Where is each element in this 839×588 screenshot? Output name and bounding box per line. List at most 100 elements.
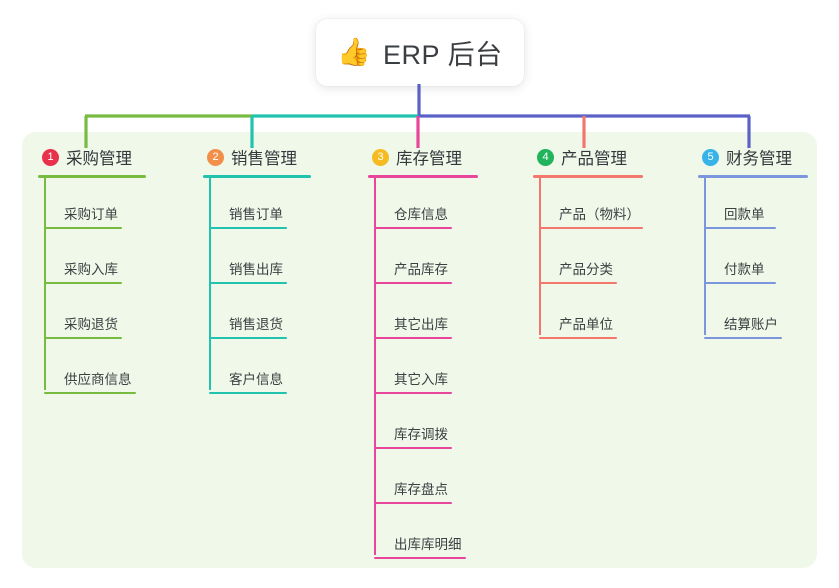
branch-header-3[interactable]: 3 库存管理 [368, 146, 478, 168]
leaf-node[interactable]: 产品单位 [533, 288, 643, 343]
branch-underline-3 [368, 175, 478, 178]
leaf-node-label: 销售退货 [229, 317, 283, 332]
branch-badge-3: 3 [372, 148, 389, 166]
leaf-node[interactable]: 销售出库 [203, 233, 311, 288]
leaf-node-underline [704, 282, 776, 284]
leaf-node[interactable]: 供应商信息 [38, 343, 146, 398]
leaf-node-underline [704, 337, 782, 339]
leaf-node[interactable]: 产品（物料） [533, 178, 643, 233]
leaf-node-label: 产品单位 [559, 317, 613, 332]
branch-column-2: 2 销售管理销售订单销售出库销售退货客户信息 [203, 146, 311, 398]
leaf-node[interactable]: 仓库信息 [368, 178, 478, 233]
branch-spine-5 [704, 178, 706, 335]
leaf-node-label: 产品分类 [559, 262, 613, 277]
leaf-node[interactable]: 库存盘点 [368, 453, 478, 508]
thumbs-up-icon: 👍 [337, 37, 372, 67]
leaf-node[interactable]: 产品库存 [368, 233, 478, 288]
leaf-node[interactable]: 库存调拨 [368, 398, 478, 453]
leaf-node-label: 仓库信息 [394, 207, 448, 222]
leaf-node-underline [374, 557, 466, 559]
leaf-node-underline [374, 502, 452, 504]
branch-title-3: 库存管理 [396, 150, 462, 168]
leaf-node-underline [44, 227, 122, 229]
branch-header-5[interactable]: 5 财务管理 [698, 146, 808, 168]
root-node-title: ERP 后台 [383, 40, 503, 70]
leaf-node-underline [44, 337, 122, 339]
branch-underline-5 [698, 175, 808, 178]
leaf-node-underline [704, 227, 776, 229]
leaf-node[interactable]: 销售订单 [203, 178, 311, 233]
leaf-node-underline [209, 337, 287, 339]
leaf-node-label: 结算账户 [724, 317, 778, 332]
leaf-node-label: 销售出库 [229, 262, 283, 277]
branch-spine-1 [44, 178, 46, 390]
branch-header-2[interactable]: 2 销售管理 [203, 146, 311, 168]
branch-items-1: 采购订单采购入库采购退货供应商信息 [38, 178, 146, 398]
leaf-node[interactable]: 出库库明细 [368, 508, 478, 563]
leaf-node-label: 产品库存 [394, 262, 448, 277]
branch-badge-1: 1 [42, 148, 59, 166]
leaf-node-underline [209, 227, 287, 229]
branch-title-2: 销售管理 [231, 150, 297, 168]
leaf-node-label: 付款单 [724, 262, 765, 277]
leaf-node-underline [374, 337, 452, 339]
branch-column-5: 5 财务管理回款单付款单结算账户 [698, 146, 808, 343]
leaf-node[interactable]: 采购入库 [38, 233, 146, 288]
branch-badge-2: 2 [207, 148, 224, 166]
leaf-node-label: 采购入库 [64, 262, 118, 277]
branch-underline-1 [38, 175, 146, 178]
leaf-node-underline [374, 227, 452, 229]
leaf-node[interactable]: 结算账户 [698, 288, 808, 343]
leaf-node-underline [539, 227, 643, 229]
leaf-node[interactable]: 回款单 [698, 178, 808, 233]
leaf-node-underline [44, 282, 122, 284]
branch-badge-5: 5 [702, 148, 719, 166]
leaf-node[interactable]: 客户信息 [203, 343, 311, 398]
leaf-node-label: 库存盘点 [394, 482, 448, 497]
branch-items-5: 回款单付款单结算账户 [698, 178, 808, 343]
leaf-node-label: 产品（物料） [559, 207, 640, 222]
leaf-node-underline [44, 392, 136, 394]
leaf-node[interactable]: 采购订单 [38, 178, 146, 233]
leaf-node-label: 库存调拨 [394, 427, 448, 442]
leaf-node-label: 其它入库 [394, 372, 448, 387]
branches-panel [22, 132, 817, 568]
branch-column-1: 1 采购管理采购订单采购入库采购退货供应商信息 [38, 146, 146, 398]
branch-items-4: 产品（物料） 产品分类产品单位 [533, 178, 643, 343]
leaf-node-label: 回款单 [724, 207, 765, 222]
branch-spine-3 [374, 178, 376, 555]
branch-items-2: 销售订单销售出库销售退货客户信息 [203, 178, 311, 398]
leaf-node-underline [209, 282, 287, 284]
branch-column-3: 3 库存管理仓库信息产品库存其它出库其它入库库存调拨库存盘点出库库明细 [368, 146, 478, 563]
branch-spine-2 [209, 178, 211, 390]
leaf-node-label: 出库库明细 [394, 537, 462, 552]
leaf-node[interactable]: 其它出库 [368, 288, 478, 343]
branch-title-1: 采购管理 [66, 150, 132, 168]
branch-header-1[interactable]: 1 采购管理 [38, 146, 146, 168]
leaf-node-label: 供应商信息 [64, 372, 132, 387]
branch-items-3: 仓库信息产品库存其它出库其它入库库存调拨库存盘点出库库明细 [368, 178, 478, 563]
leaf-node-underline [539, 337, 617, 339]
leaf-node-underline [539, 282, 617, 284]
leaf-node-underline [374, 447, 452, 449]
leaf-node-label: 销售订单 [229, 207, 283, 222]
leaf-node-label: 采购订单 [64, 207, 118, 222]
leaf-node[interactable]: 销售退货 [203, 288, 311, 343]
branch-spine-4 [539, 178, 541, 335]
leaf-node-underline [374, 392, 452, 394]
leaf-node-underline [374, 282, 452, 284]
branch-title-5: 财务管理 [726, 150, 792, 168]
leaf-node[interactable]: 付款单 [698, 233, 808, 288]
leaf-node-label: 其它出库 [394, 317, 448, 332]
branch-title-4: 产品管理 [561, 150, 627, 168]
leaf-node[interactable]: 产品分类 [533, 233, 643, 288]
branch-underline-4 [533, 175, 643, 178]
leaf-node[interactable]: 采购退货 [38, 288, 146, 343]
leaf-node-underline [209, 392, 287, 394]
branch-underline-2 [203, 175, 311, 178]
root-node-card[interactable]: 👍 ERP 后台 [316, 19, 524, 86]
leaf-node[interactable]: 其它入库 [368, 343, 478, 398]
